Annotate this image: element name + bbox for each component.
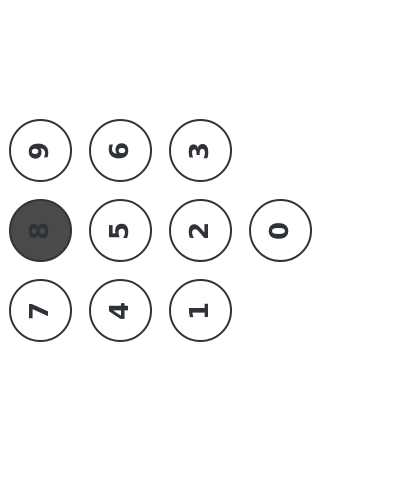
key-5-label: 5 bbox=[105, 221, 136, 240]
key-2-label: 2 bbox=[185, 221, 216, 240]
key-6-label: 6 bbox=[105, 141, 136, 160]
key-2-button[interactable]: 2 bbox=[169, 199, 232, 262]
key-3-button[interactable]: 3 bbox=[169, 119, 232, 182]
key-4-button[interactable]: 4 bbox=[89, 279, 152, 342]
key-6-button[interactable]: 6 bbox=[89, 119, 152, 182]
key-8-label: 8 bbox=[25, 221, 56, 240]
key-0-button[interactable]: 0 bbox=[249, 199, 312, 262]
key-7-button[interactable]: 7 bbox=[9, 279, 72, 342]
key-9-label: 9 bbox=[25, 141, 56, 160]
key-4-label: 4 bbox=[105, 301, 136, 320]
key-9-button[interactable]: 9 bbox=[9, 119, 72, 182]
key-0-label: 0 bbox=[265, 221, 296, 240]
key-7-label: 7 bbox=[25, 301, 56, 320]
key-8-button[interactable]: 8 bbox=[9, 199, 72, 262]
key-1-button[interactable]: 1 bbox=[169, 279, 232, 342]
key-3-label: 3 bbox=[185, 141, 216, 160]
key-5-button[interactable]: 5 bbox=[89, 199, 152, 262]
key-1-label: 1 bbox=[185, 301, 216, 320]
